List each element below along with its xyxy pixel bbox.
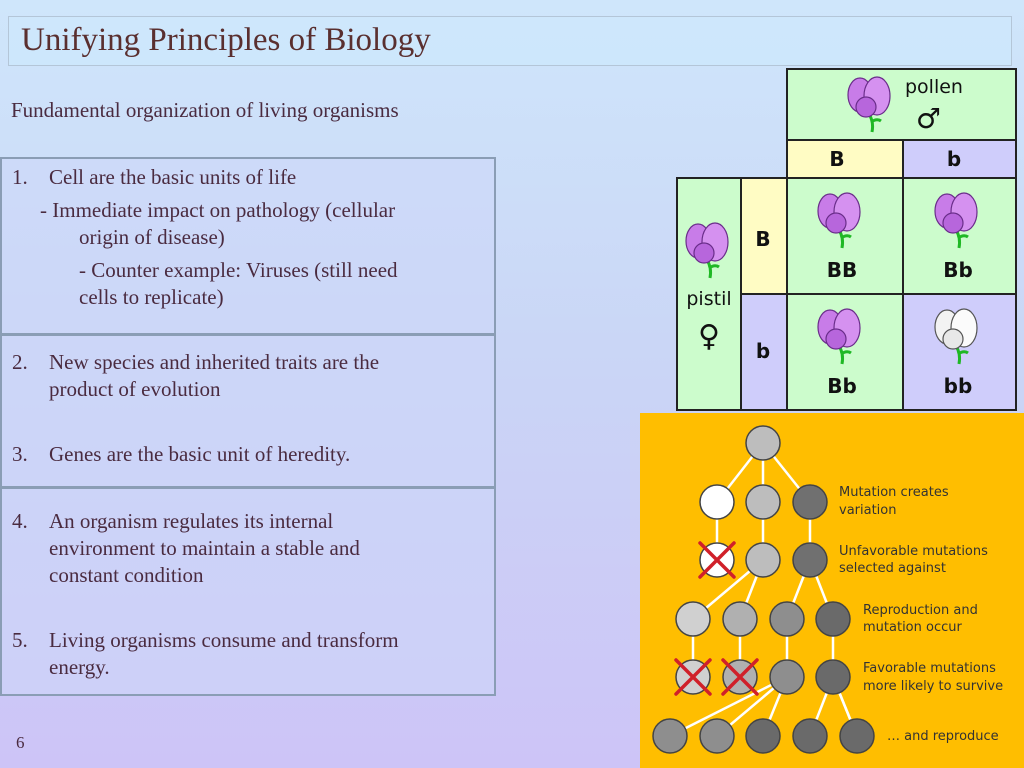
cell-Bb-bottom-label: Bb — [827, 374, 857, 398]
slide-subtitle: Fundamental organization of living organ… — [11, 98, 399, 122]
svg-text:b: b — [947, 147, 961, 171]
pistil-box — [676, 177, 742, 411]
selection-cross-marks — [674, 541, 759, 696]
svg-text:selected against: selected against — [839, 561, 946, 576]
cell-bb-label: bb — [944, 374, 973, 398]
cell-BB-label: BB — [827, 258, 858, 282]
title-bar: Unifying Principles of Biology — [8, 16, 1012, 66]
page-number: 6 — [16, 733, 25, 752]
column-header-B — [786, 139, 904, 179]
svg-text:B: B — [755, 227, 770, 251]
male-symbol: ♂ — [916, 102, 941, 135]
diagram-background — [640, 413, 1024, 768]
pollen-label: pollen — [905, 76, 963, 98]
svg-text:b: b — [756, 339, 770, 363]
row-header-b — [740, 293, 788, 411]
svg-text:more likely to survive: more likely to survive — [863, 679, 1003, 694]
svg-text:… and reproduce: … and reproduce — [887, 729, 999, 744]
mutation-selection-diagram: Mutation creates variation Unfavorable m… — [640, 413, 1024, 768]
svg-text:Mutation creates: Mutation creates — [839, 485, 949, 500]
sub-item-1-line1: - Immediate impact on pathology (cellula… — [40, 198, 396, 222]
pistil-label: pistil — [686, 288, 731, 310]
svg-text:B: B — [829, 147, 844, 171]
female-symbol: ♀ — [698, 319, 720, 354]
sub-item-2-line2: cells to replicate) — [79, 285, 224, 309]
diagram-labels: Mutation creates variation Unfavorable m… — [839, 485, 1003, 744]
slide-title: Unifying Principles of Biology — [21, 22, 431, 58]
list-box-3: 4. An organism regulates its internal en… — [0, 487, 496, 696]
sub-item-1-line2: origin of disease) — [79, 225, 225, 249]
list-box-2: 2. New species and inherited traits are … — [0, 334, 496, 488]
list-box-1: 1. Cell are the basic units of life - Im… — [0, 157, 496, 335]
svg-text:Favorable mutations: Favorable mutations — [863, 661, 996, 676]
sub-item-2-line1: - Counter example: Viruses (still need — [79, 258, 398, 282]
column-header-b — [902, 139, 1017, 179]
svg-text:variation: variation — [839, 503, 896, 518]
svg-text:mutation occur: mutation occur — [863, 620, 962, 635]
cell-Bb-top-label: Bb — [943, 258, 973, 282]
svg-text:Reproduction and: Reproduction and — [863, 603, 978, 618]
punnett-square: pollen ♂ B b pistil ♀ B b BB Bb Bb bb — [676, 68, 1017, 411]
svg-text:Unfavorable mutations: Unfavorable mutations — [839, 544, 988, 559]
pollen-box — [786, 68, 1017, 141]
